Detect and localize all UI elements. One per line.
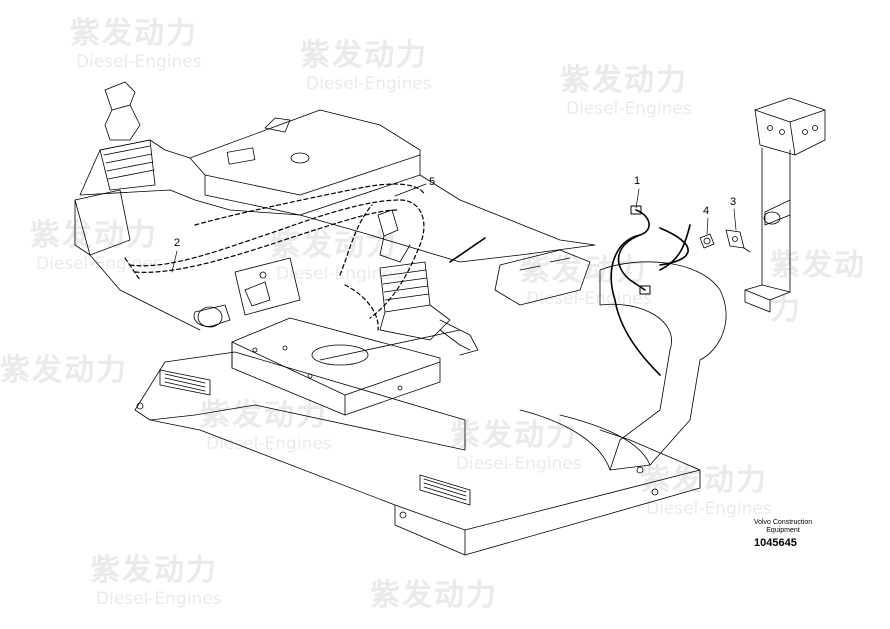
leader-lines — [171, 183, 737, 273]
seat-plate — [231, 317, 441, 416]
left-joystick — [74, 81, 201, 331]
callout-4: 4 — [703, 205, 710, 217]
harness-solid — [449, 205, 691, 376]
valve-bracket — [744, 97, 826, 313]
fasteners — [699, 229, 751, 253]
control-boxes — [193, 257, 471, 361]
console-beam — [79, 109, 596, 306]
right-joystick — [377, 209, 479, 356]
callout-2: 2 — [174, 237, 181, 249]
callout-5: 5 — [429, 176, 436, 188]
callout-3: 3 — [730, 196, 737, 208]
harness-dashed — [124, 183, 426, 331]
hose-duct — [519, 261, 727, 471]
org-label: Volvo Construction Equipment — [753, 519, 813, 534]
document-id: 1045645 — [754, 537, 797, 549]
callout-1: 1 — [634, 175, 641, 187]
base-frame — [134, 351, 701, 556]
